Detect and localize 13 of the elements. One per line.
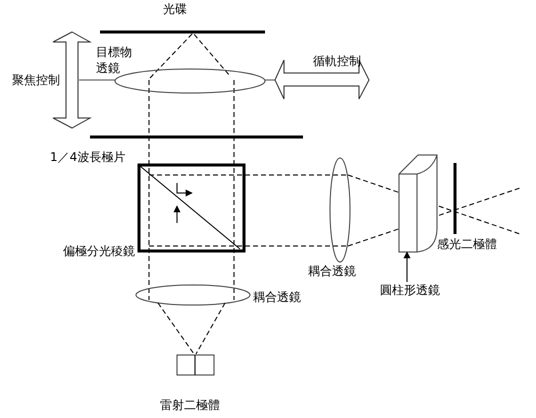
part-label: 感光二極體 [437,237,497,251]
cylindrical-lens-drawing [398,154,438,252]
part-label: 1／4波長極片 [50,150,126,164]
part-label: 光碟 [163,2,187,16]
part-label: 圓柱形透鏡 [380,283,440,297]
part-label: 偏極分光稜鏡 [63,244,135,258]
part-label: 循軌控制 [313,54,361,68]
part-label: 雷射二極體 [160,398,220,412]
part-label: 耦合透鏡 [253,290,301,304]
leader-arrow [404,251,410,282]
part-label: 聚焦控制 [12,73,60,87]
part-label: 目標物透鏡 [96,44,133,76]
part-label: 耦合透鏡 [308,264,356,278]
